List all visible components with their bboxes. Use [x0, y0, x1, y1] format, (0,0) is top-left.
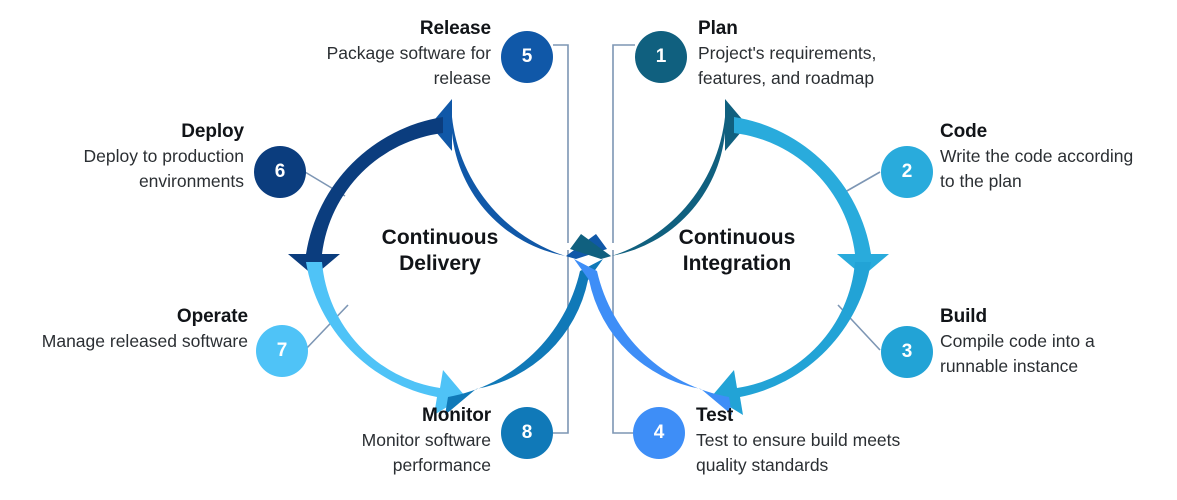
callout-plan-title: Plan [698, 18, 738, 39]
callout-code-title: Code [940, 121, 988, 142]
stage-badge-1[interactable]: 1 [635, 31, 687, 83]
stage-badge-5-number: 5 [521, 46, 533, 67]
callout-deploy-desc-line2: environments [138, 171, 244, 191]
stage-badge-2-number: 2 [901, 161, 913, 182]
callout-monitor-desc-line1: Monitor software [361, 430, 491, 450]
callout-plan: Plan Project's requirements, features, a… [698, 17, 998, 91]
stage-badge-6-number: 6 [274, 161, 286, 182]
callout-plan-desc-line1: Project's requirements, [698, 43, 877, 63]
callout-deploy-desc: Deploy to production environments [4, 144, 244, 194]
stage-badge-5[interactable]: 5 [501, 31, 553, 83]
callout-operate-desc: Manage released software [4, 329, 248, 354]
right-loop-continuous-integration [570, 99, 889, 415]
connector-operate [304, 304, 349, 351]
stage-badge-6[interactable]: 6 [254, 146, 306, 198]
connector-lines [304, 44, 881, 434]
label-continuous-integration-line2: Integration [682, 252, 792, 275]
callout-release-desc-line2: release [433, 68, 491, 88]
callout-monitor-desc-line2: performance [392, 455, 491, 475]
stage-badge-8-number: 8 [521, 422, 533, 443]
callout-deploy-desc-line1: Deploy to production [83, 146, 244, 166]
callout-build-desc-line2: runnable instance [940, 356, 1079, 376]
callout-operate-desc-line1: Manage released software [41, 331, 248, 351]
connector-plan [612, 44, 635, 243]
stage-badge-7[interactable]: 7 [256, 325, 308, 377]
arc-build [712, 262, 889, 415]
callout-test: Test Test to ensure build meets quality … [696, 404, 996, 478]
stage-badge-7-number: 7 [276, 340, 288, 361]
callout-code: Code Write the code according to the pla… [940, 120, 1177, 194]
callout-release: Release Package software for release [241, 17, 491, 91]
callout-operate-title: Operate [176, 306, 248, 327]
connector-release [553, 44, 569, 243]
callout-code-desc-line2: to the plan [940, 171, 1022, 191]
arc-monitor [445, 259, 603, 415]
callout-test-desc-line2: quality standards [696, 455, 829, 475]
callout-monitor-desc: Monitor software performance [241, 428, 491, 478]
callout-release-desc: Package software for release [241, 41, 491, 91]
callout-test-desc: Test to ensure build meets quality stand… [696, 428, 996, 478]
callout-operate: Operate Manage released software [4, 305, 248, 354]
label-continuous-delivery-line2: Delivery [399, 252, 481, 275]
callout-code-desc: Write the code according to the plan [940, 144, 1177, 194]
callout-release-desc-line1: Package software for [326, 43, 491, 63]
connector-test [612, 250, 633, 434]
callout-build-desc: Compile code into a runnable instance [940, 329, 1177, 379]
stage-badge-4-number: 4 [653, 422, 665, 443]
stage-badge-3-number: 3 [901, 341, 913, 362]
arc-deploy [288, 99, 443, 276]
callout-monitor: Monitor Monitor software performance [241, 404, 491, 478]
stage-badge-1-number: 1 [655, 46, 667, 67]
callout-build-title: Build [940, 306, 987, 327]
callout-monitor-title: Monitor [422, 405, 491, 426]
arc-code [734, 99, 889, 276]
callout-deploy: Deploy Deploy to production environments [4, 120, 244, 194]
stage-badge-3[interactable]: 3 [881, 326, 933, 378]
callout-plan-desc: Project's requirements, features, and ro… [698, 41, 998, 91]
stage-badge-8[interactable]: 8 [501, 407, 553, 459]
arc-operate [288, 262, 465, 415]
callout-test-title: Test [696, 405, 734, 426]
label-continuous-integration: Continuous Integration [637, 225, 837, 277]
label-continuous-integration-line1: Continuous [678, 226, 796, 249]
stage-badge-2[interactable]: 2 [881, 146, 933, 198]
callout-test-desc-line1: Test to ensure build meets [696, 430, 901, 450]
callout-code-desc-line1: Write the code according [940, 146, 1134, 166]
label-continuous-delivery: Continuous Delivery [340, 225, 540, 277]
callout-deploy-title: Deploy [181, 121, 244, 142]
callout-build-desc-line1: Compile code into a [940, 331, 1095, 351]
callout-release-title: Release [419, 18, 491, 39]
stage-badge-4[interactable]: 4 [633, 407, 685, 459]
arc-test [574, 259, 732, 415]
label-continuous-delivery-line1: Continuous [381, 226, 499, 249]
arc-plan [570, 99, 747, 259]
callout-build: Build Compile code into a runnable insta… [940, 305, 1177, 379]
callout-plan-desc-line2: features, and roadmap [698, 68, 875, 88]
